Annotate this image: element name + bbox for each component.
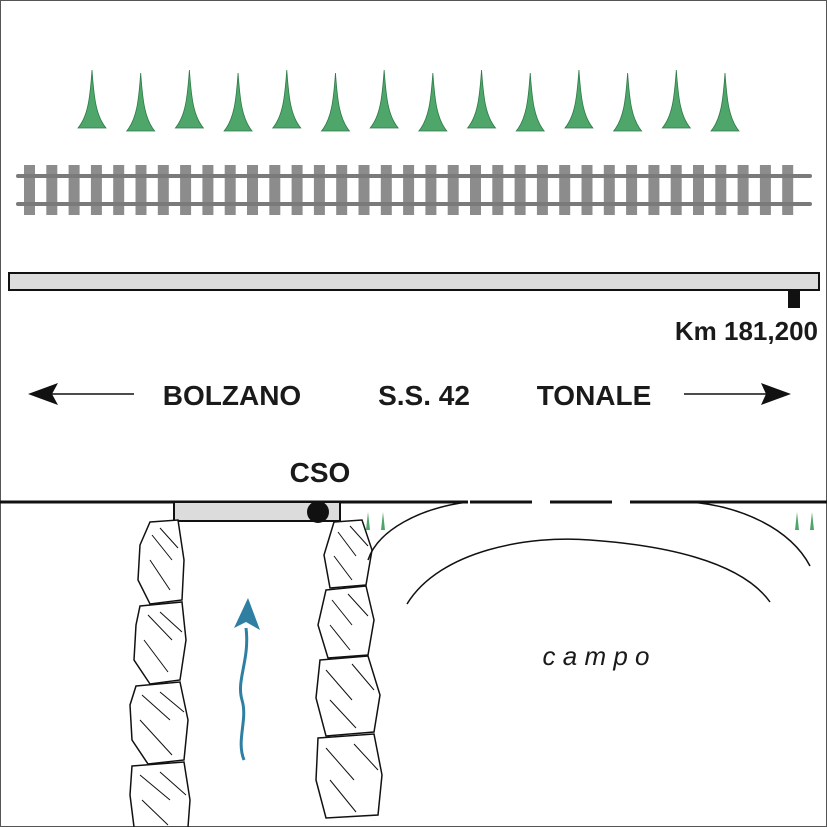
rail-sleeper: [358, 165, 370, 215]
rail-sleeper: [670, 165, 682, 215]
rail-sleeper: [46, 165, 58, 215]
rail-sleeper: [425, 165, 437, 215]
cso-outlet-point: [307, 501, 329, 523]
tree-icon: [661, 69, 692, 129]
rail-sleeper: [180, 165, 192, 215]
field-label: c a m p o: [543, 641, 650, 671]
rail-sleeper: [336, 165, 348, 215]
culvert-box: [173, 501, 341, 522]
rail-sleeper: [470, 165, 481, 215]
tree-row: [77, 69, 740, 132]
tree-icon: [271, 69, 302, 129]
rail-sleeper: [626, 165, 638, 215]
stone-wall-left: [129, 519, 191, 827]
cso-label: CSO: [290, 457, 351, 488]
rail-sleeper: [403, 165, 415, 215]
tree-icon: [77, 69, 107, 129]
rail-sleeper: [157, 165, 169, 215]
road-ss42: [8, 272, 820, 291]
rail-sleeper: [603, 165, 615, 215]
rail-sleeper: [693, 165, 704, 215]
rail-sleeper: [759, 165, 771, 215]
rail-sleepers: [24, 165, 794, 215]
tree-icon: [612, 72, 643, 132]
rail-sleeper: [380, 165, 392, 215]
rail-bottom: [16, 202, 812, 206]
tree-icon: [320, 72, 351, 132]
flow-arrow-icon: [234, 598, 260, 630]
road-name-label: S.S. 42: [378, 380, 470, 411]
rail-sleeper: [447, 165, 459, 215]
tree-icon: [466, 69, 497, 129]
direction-right-label: TONALE: [537, 380, 652, 411]
flow-arrow-line: [239, 627, 249, 761]
tree-icon: [417, 72, 448, 132]
rail-sleeper: [559, 165, 571, 215]
rail-sleeper: [737, 165, 749, 215]
rail-sleeper: [24, 165, 35, 215]
rail-sleeper: [648, 165, 660, 215]
rail-sleeper: [135, 165, 147, 215]
rail-sleeper: [247, 165, 258, 215]
rail-top: [16, 174, 812, 178]
grass-tuft-right: [795, 512, 814, 530]
rail-sleeper: [782, 165, 794, 215]
arrow-right-icon: [761, 383, 791, 405]
rail-sleeper: [581, 165, 593, 215]
tree-icon: [369, 69, 400, 129]
rail-sleeper: [224, 165, 236, 215]
field-inner-arc: [406, 538, 771, 605]
field-edge-right: [689, 501, 811, 567]
tree-icon: [223, 72, 253, 132]
stone-wall-left-hatching: [139, 527, 187, 826]
field-edge-left: [367, 501, 469, 561]
rail-sleeper: [715, 165, 727, 215]
rail-sleeper: [68, 165, 80, 215]
rail-sleeper: [492, 165, 504, 215]
tree-icon: [174, 69, 205, 129]
tree-icon: [515, 72, 546, 132]
rail-sleeper: [113, 165, 125, 215]
rail-sleeper: [291, 165, 303, 215]
rail-sleeper: [269, 165, 281, 215]
grass-tuft-left: [366, 512, 385, 530]
rail-sleeper: [202, 165, 214, 215]
tree-icon: [125, 72, 156, 132]
railway-track: [16, 165, 812, 215]
rail-sleeper: [536, 165, 548, 215]
arrow-left-icon: [28, 383, 58, 405]
direction-left-label: BOLZANO: [163, 380, 301, 411]
tree-icon: [564, 69, 594, 129]
tree-icon: [710, 72, 740, 132]
rail-sleeper: [514, 165, 526, 215]
km-post: [788, 290, 800, 308]
stone-wall-right-hatching: [325, 525, 379, 813]
rail-sleeper: [90, 165, 102, 215]
rail-sleeper: [313, 165, 325, 215]
km-marker-label: Km 181,200: [675, 316, 818, 346]
